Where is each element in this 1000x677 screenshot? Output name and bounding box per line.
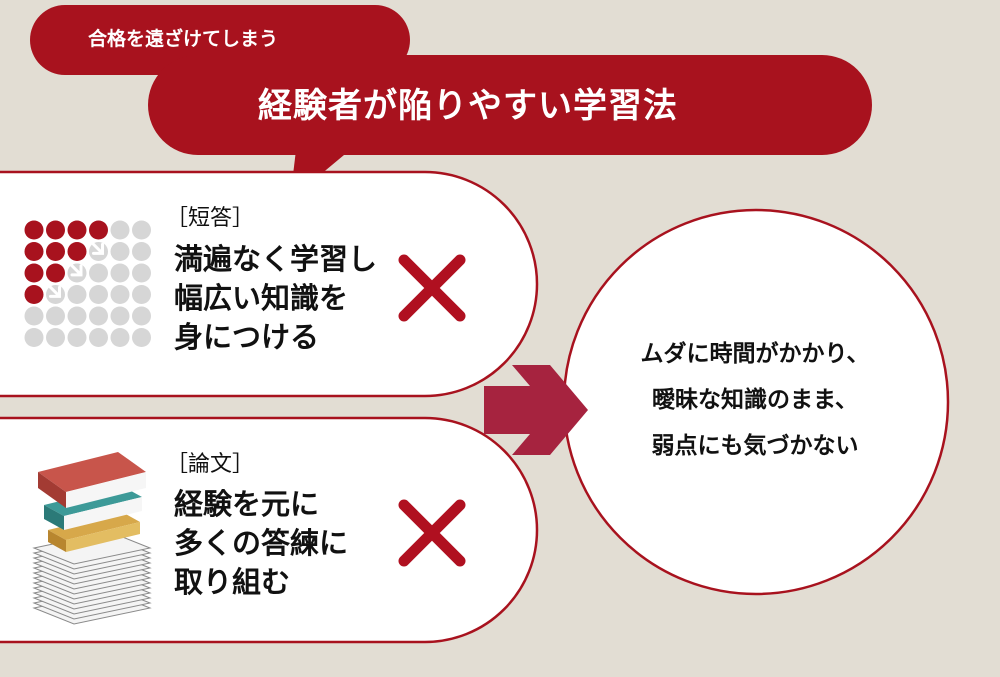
dot-red (24, 285, 44, 304)
dot-grey (110, 242, 130, 261)
banner-title: 経験者が陥りやすい学習法 (258, 86, 678, 126)
dot-grid-icon (24, 220, 151, 347)
panel-line: 幅広い知識を (174, 281, 349, 315)
dot-grey (67, 263, 87, 283)
dot-red (89, 220, 108, 240)
dot-red (24, 242, 44, 261)
dot-grey (132, 285, 151, 304)
panel-tag-essay: ［論文］ (166, 452, 255, 477)
dot-grey (89, 263, 108, 283)
banner-subtitle: 合格を遠ざけてしまう (88, 28, 279, 50)
result-line: 曖昧な知識のまま、 (651, 387, 859, 413)
dot-grey (46, 306, 65, 326)
dot-grey (46, 285, 65, 304)
dot-grey (67, 285, 87, 304)
arrow-mark (67, 261, 83, 277)
dot-grey (110, 328, 130, 347)
dot-red (67, 242, 87, 261)
dot-grey (46, 328, 65, 347)
dot-red (24, 263, 44, 283)
dot-grey (110, 263, 130, 283)
arrow-mark (89, 239, 104, 255)
book-stack-icon (32, 452, 152, 625)
dot-red (46, 242, 65, 261)
arrow-mark (46, 282, 61, 298)
dot-grey (132, 328, 151, 347)
dot-red (24, 220, 44, 240)
dot-grey (110, 220, 130, 240)
dot-grey (24, 328, 44, 347)
dot-grey (132, 263, 151, 283)
dot-grey (89, 328, 108, 347)
banner-main-pill (148, 55, 872, 155)
banner-bubble (30, 5, 872, 200)
cross-mark-icon (398, 254, 466, 322)
dot-grey (89, 285, 108, 304)
dot-red (46, 263, 65, 283)
panel-line: 取り組む (174, 565, 291, 599)
result-line: 弱点にも気づかない (651, 433, 859, 459)
big-arrow-icon (484, 365, 588, 455)
panel-line: 経験を元に (174, 487, 320, 521)
dot-grey (110, 306, 130, 326)
dot-red (46, 220, 65, 240)
panel-line: 身につける (174, 320, 320, 354)
dot-grey (24, 306, 44, 326)
dot-grey (132, 306, 151, 326)
panel-tag-short-answer: ［短答］ (166, 206, 255, 231)
dot-grey (67, 306, 87, 326)
dot-grey (132, 220, 151, 240)
panel-line: 満遍なく学習し (174, 242, 378, 276)
dot-grey (89, 306, 108, 326)
dot-grey (89, 242, 108, 261)
result-line: ムダに時間がかかり、 (640, 341, 870, 367)
cross-mark-icon (398, 499, 466, 567)
paper-stack (32, 531, 152, 625)
dot-red (67, 220, 87, 240)
panel-line: 多くの答練に (174, 526, 349, 560)
dot-grey (110, 285, 130, 304)
dot-grey (67, 328, 87, 347)
dot-grey (132, 242, 151, 261)
